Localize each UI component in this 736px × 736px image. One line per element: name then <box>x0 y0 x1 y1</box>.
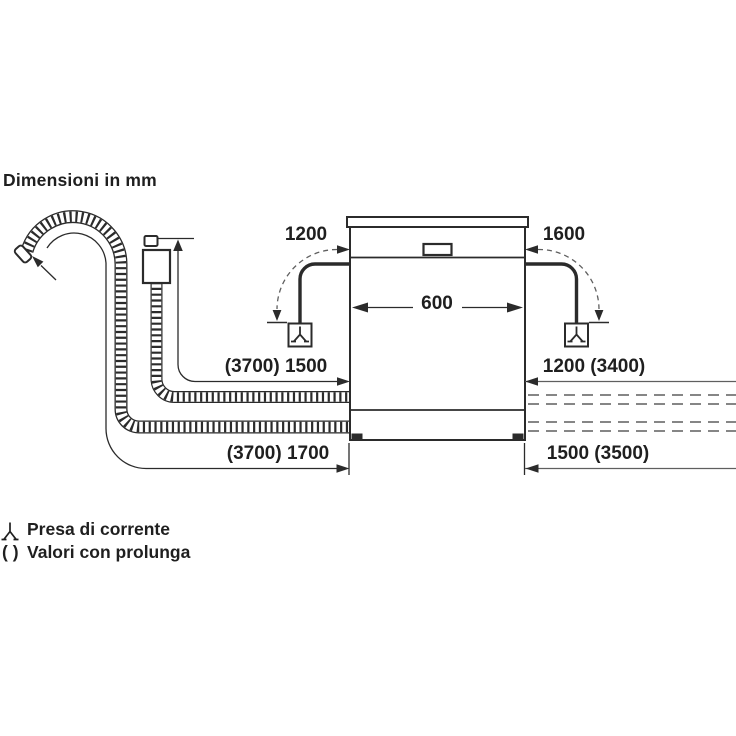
cord-arc-left <box>276 248 338 310</box>
dimension-appliance-width: 600 <box>421 293 453 314</box>
worktop <box>346 216 529 228</box>
left-foot <box>351 433 363 441</box>
dimension-supply-hose-right: 1200 (3400) <box>542 356 646 377</box>
cord-arc-right-arrowhead <box>594 310 604 321</box>
supply-hose-dimension-line <box>157 237 337 383</box>
dishwasher-outline <box>346 216 529 441</box>
legend-parentheses-label: Valori con prolunga <box>27 542 191 562</box>
power-socket-icon <box>287 322 313 348</box>
power-cable-left <box>298 262 350 323</box>
dimension-drain-hose-right: 1500 (3500) <box>546 443 650 464</box>
dimension-power-cord-left: 1200 <box>284 224 328 245</box>
tap-up-arrowhead <box>173 239 183 251</box>
body <box>349 226 526 441</box>
hose-extension-dashed-lines <box>528 394 736 432</box>
page-title: Dimensioni in mm <box>3 170 157 190</box>
right-foot <box>512 433 524 441</box>
dimension-drain-hose-left: (3700) 1700 <box>226 443 330 464</box>
drain-hose-dimension-line <box>40 232 337 470</box>
drain-end-arrowhead <box>32 256 44 268</box>
water-tap-connector <box>141 235 172 285</box>
width-dimension <box>352 302 523 313</box>
cord-arc-left-arrowhead <box>272 310 282 321</box>
drain-hose-end-fitting <box>13 244 33 264</box>
supply-hose <box>150 282 350 403</box>
side-dimension-arrows <box>336 245 736 475</box>
power-socket-icon <box>564 322 589 348</box>
power-socket-icon <box>1 522 19 541</box>
dimension-supply-hose-left: (3700) 1500 <box>224 356 328 377</box>
drain-hose <box>13 210 350 434</box>
cord-arc-right <box>537 248 600 310</box>
door-handle <box>422 242 453 257</box>
legend-parentheses-prefix: ( ) <box>2 542 19 562</box>
legend-socket-label: Presa di corrente <box>27 519 170 539</box>
dimension-power-cord-right: 1600 <box>542 224 586 245</box>
power-cable-right <box>525 262 579 323</box>
